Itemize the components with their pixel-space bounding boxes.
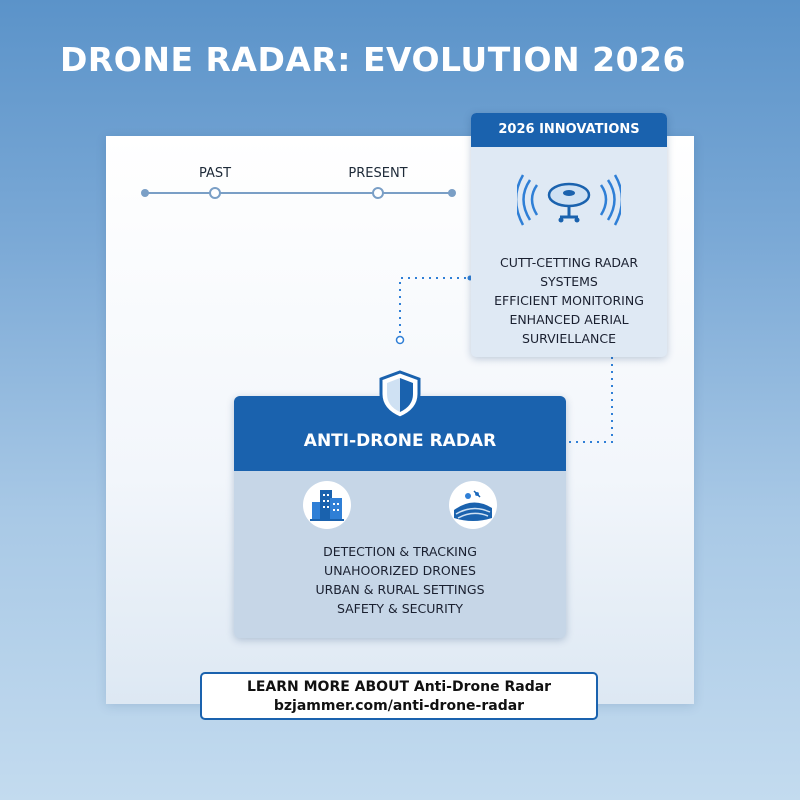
- innovations-header: 2026 INNOVATIONS: [471, 113, 667, 147]
- timeline-node-end: [448, 189, 456, 197]
- timeline: [141, 187, 456, 199]
- radar-dish-signal-icon: [517, 174, 621, 226]
- innovations-line: SURVIELLANCE: [522, 331, 616, 346]
- rural-fields-icon: [449, 481, 497, 529]
- cta-url: bzjammer.com/anti-drone-radar: [273, 698, 525, 714]
- learn-more-link[interactable]: LEARN MORE ABOUT Anti-Drone Radar bzjamm…: [200, 672, 598, 720]
- timeline-node-present: [372, 187, 384, 199]
- timeline-label-present: PRESENT: [348, 166, 408, 181]
- anti-drone-header: ANTI-DRONE RADAR: [234, 396, 566, 471]
- city-buildings-icon: [303, 481, 351, 529]
- innovations-line: ENHANCED AERIAL: [509, 312, 629, 327]
- innovations-line: CUTT-CETTING RADAR: [499, 255, 639, 270]
- anti-drone-line: DETECTION & TRACKING: [323, 544, 477, 559]
- timeline-node-past: [209, 187, 221, 199]
- anti-drone-line: SAFETY & SECURITY: [336, 601, 464, 616]
- timeline-node-start: [141, 189, 149, 197]
- innovations-text: CUTT-CETTING RADAR SYSTEMS EFFICIENT MON…: [471, 253, 667, 348]
- innovations-line: SYSTEMS: [540, 274, 598, 289]
- innovations-card: 2026 INNOVATIONS CUTT-CETTING RADAR SYST…: [471, 113, 667, 357]
- anti-drone-text: DETECTION & TRACKING UNAHOORIZED DRONES …: [234, 542, 566, 618]
- anti-drone-card: ANTI-DRONE RADAR DETECTION & TRACKING UN…: [234, 396, 566, 638]
- anti-drone-line: UNAHOORIZED DRONES: [324, 563, 476, 578]
- timeline-label-past: PAST: [198, 166, 232, 181]
- page-title: DRONE RADAR: EVOLUTION 2026: [60, 40, 686, 79]
- anti-drone-line: URBAN & RURAL SETTINGS: [315, 582, 485, 597]
- shield-icon: [379, 370, 421, 420]
- innovations-line: EFFICIENT MONITORING: [494, 293, 644, 308]
- cta-line-1: LEARN MORE ABOUT Anti-Drone Radar: [246, 679, 552, 695]
